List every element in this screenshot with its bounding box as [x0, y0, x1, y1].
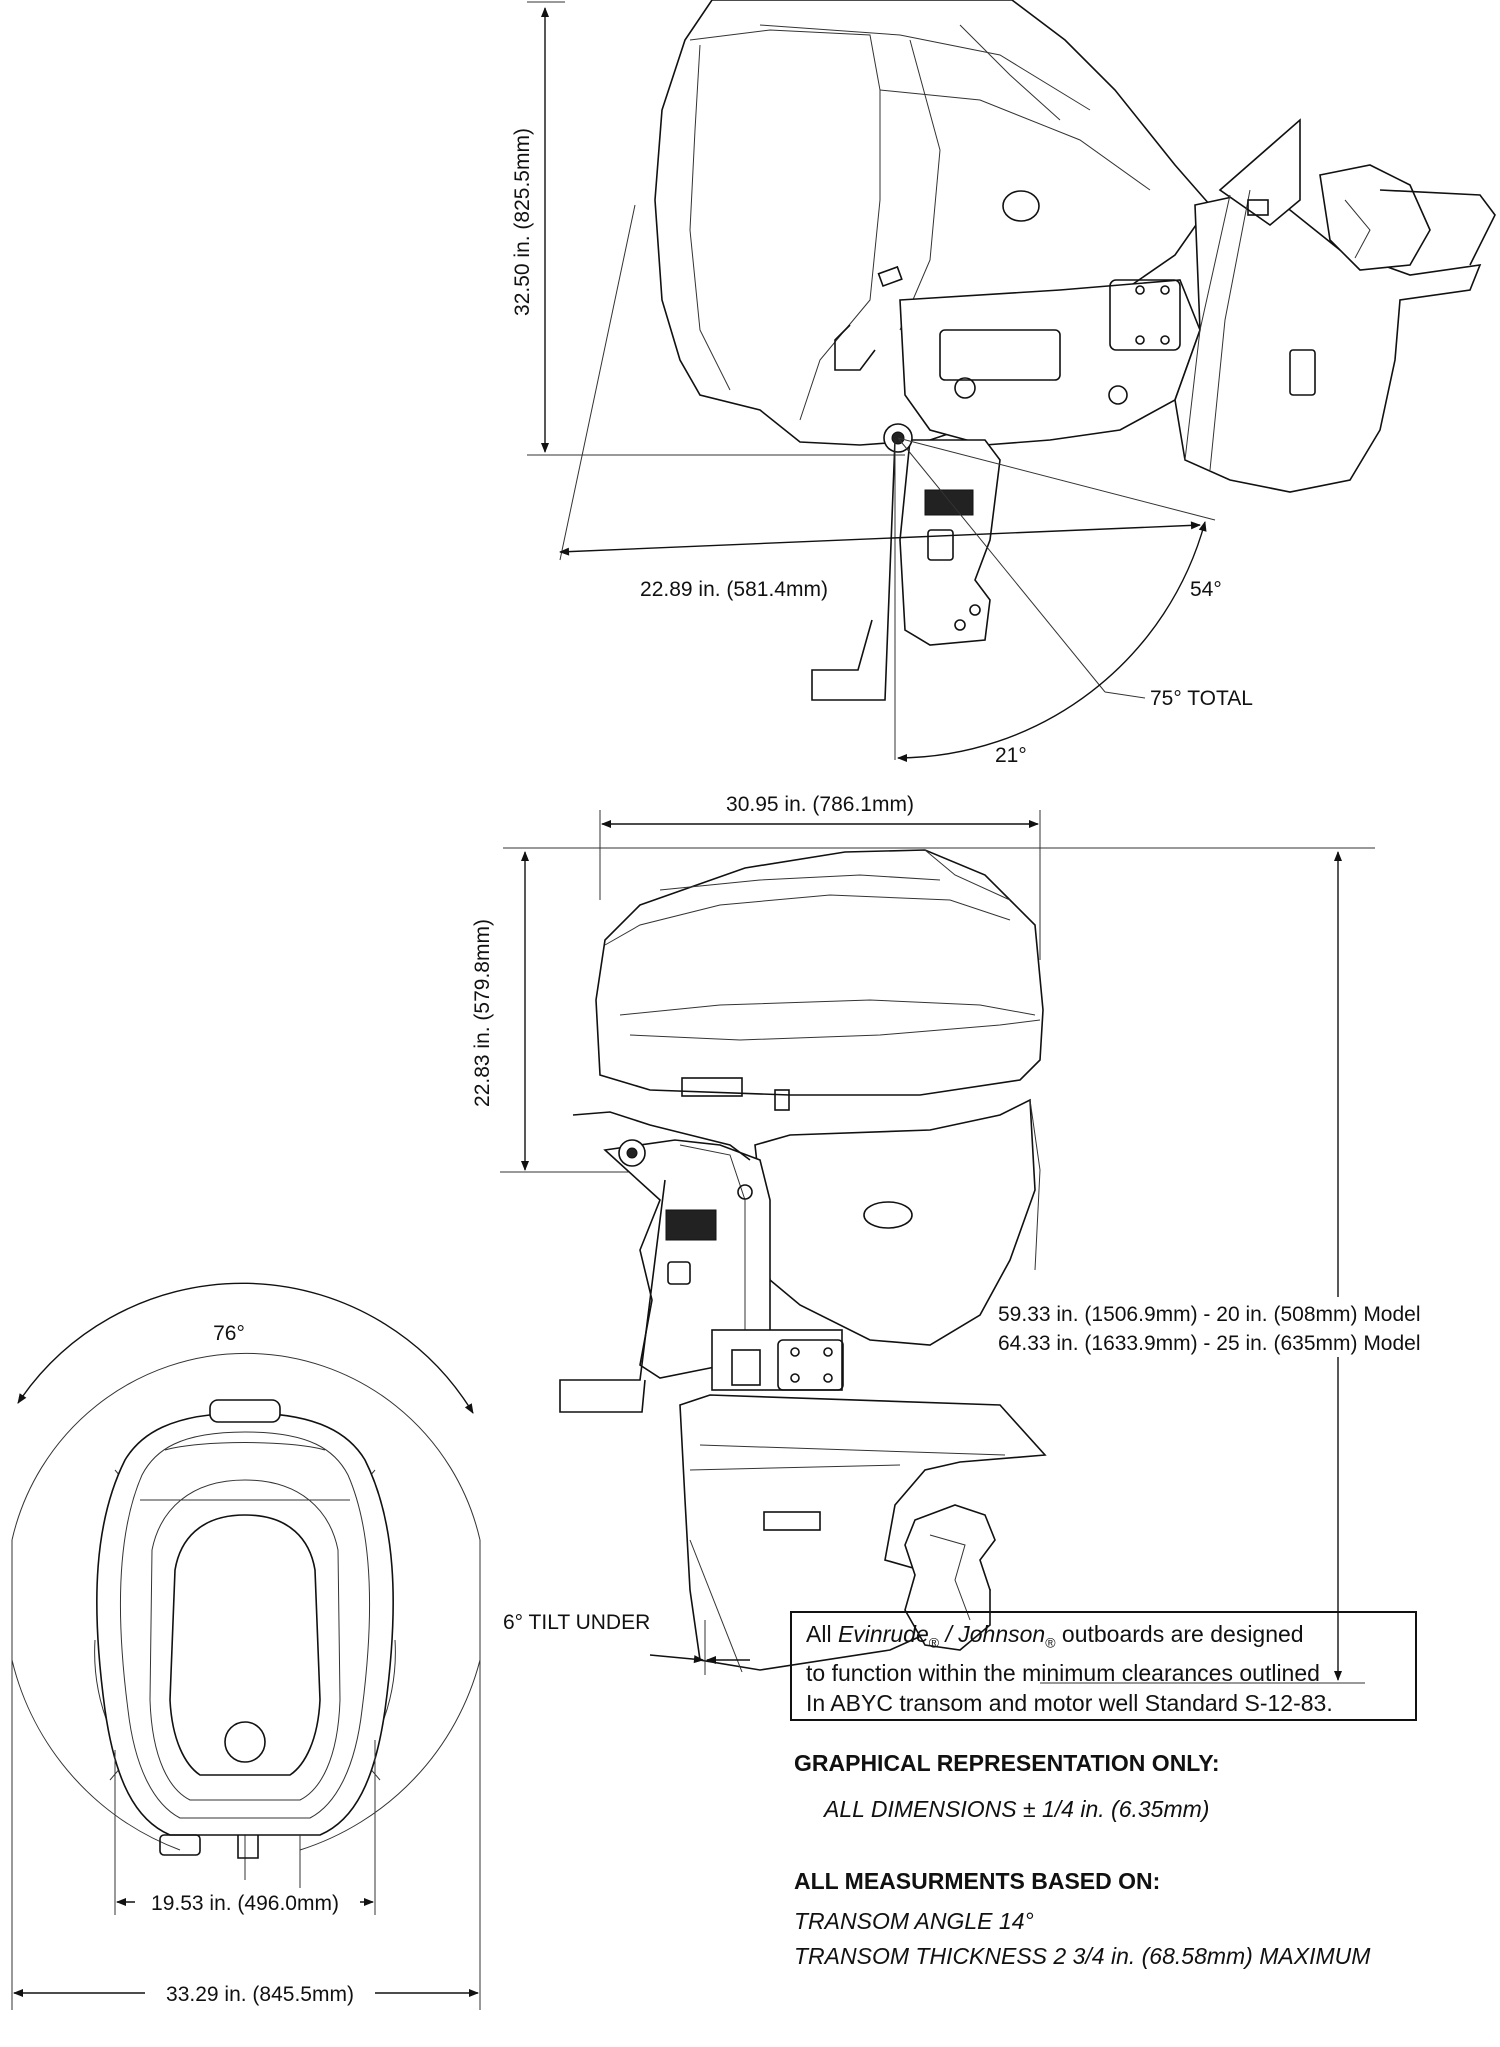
steer-angle-arc	[17, 1282, 474, 1414]
length-25in-label: 64.33 in. (1633.9mm) - 25 in. (635mm) Mo…	[998, 1332, 1421, 1355]
notice-line-1: All Evinrude® / Johnson® outboards are d…	[806, 1621, 1304, 1651]
tolerance-note: ALL DIMENSIONS ± 1/4 in. (6.35mm)	[824, 1796, 1210, 1822]
side-height-label: 22.83 in. (579.8mm)	[471, 919, 494, 1107]
transom-thickness-note: TRANSOM THICKNESS 2 3/4 in. (68.58mm) MA…	[794, 1943, 1371, 1969]
tilted-midsection	[899, 279, 1201, 446]
tilt-transom-edge	[811, 439, 896, 701]
side-motor-view: 30.95 in. (786.1mm) 22.83 in. (579.8mm) …	[471, 793, 1490, 1684]
tilt-transom-bracket	[899, 439, 1001, 646]
tilt-height-label: 32.50 in. (825.5mm)	[511, 128, 534, 316]
tilt-angle-down-label: 21°	[995, 744, 1027, 767]
brand-johnson: Johnson	[958, 1621, 1046, 1647]
transom-angle-note: TRANSOM ANGLE 14°	[794, 1908, 1034, 1934]
tilted-motor-view: 32.50 in. (825.5mm)	[511, 0, 1496, 767]
tilted-cowl-latch	[1002, 190, 1040, 222]
top-cowl-latch	[224, 1721, 266, 1763]
side-cowling	[595, 849, 1044, 1096]
clearance-notice-box: All Evinrude® / Johnson® outboards are d…	[790, 1611, 1417, 1721]
side-width-label: 30.95 in. (786.1mm)	[726, 793, 914, 816]
tilt-decal	[924, 489, 974, 516]
top-outer-width-label: 33.29 in. (845.5mm)	[166, 1983, 354, 2006]
brand-evinrude: Evinrude	[837, 1621, 929, 1647]
side-decal	[665, 1209, 717, 1241]
side-anode	[763, 1511, 821, 1531]
tilted-transom-plate	[1218, 118, 1301, 227]
top-handle	[209, 1399, 281, 1423]
steer-angle-label: 76°	[213, 1322, 245, 1345]
measure-heading: ALL MEASURMENTS BASED ON:	[794, 1868, 1161, 1894]
graphical-heading: GRAPHICAL REPRESENTATION ONLY:	[794, 1750, 1220, 1776]
length-20in-label: 59.33 in. (1506.9mm) - 20 in. (508mm) Mo…	[998, 1303, 1421, 1326]
tilt-angle-total-label: 75° TOTAL	[1150, 687, 1253, 710]
tilt-reach-label: 22.89 in. (581.4mm)	[640, 578, 828, 601]
side-transom-edge	[559, 1179, 666, 1413]
top-cowling	[96, 1412, 394, 1836]
tilt-angle-arc	[897, 521, 1207, 762]
tilt-under-label: 6° TILT UNDER	[503, 1611, 650, 1634]
side-propeller	[904, 1504, 996, 1651]
notice-line-2: to function within the minimum clearance…	[806, 1659, 1320, 1686]
notice-line-3: In ABYC transom and motor well Standard …	[806, 1689, 1333, 1716]
tilt-angle-up-label: 54°	[1190, 578, 1222, 601]
side-midsection	[754, 1098, 1036, 1346]
side-cowl-latch	[863, 1201, 913, 1229]
tilt-reach-dimension-line	[559, 521, 1201, 556]
top-view: 76° 19.53 in. (496.0mm) 33.29 in. (845.	[11, 1282, 481, 2010]
top-inner-width-label: 19.53 in. (496.0mm)	[151, 1892, 339, 1915]
